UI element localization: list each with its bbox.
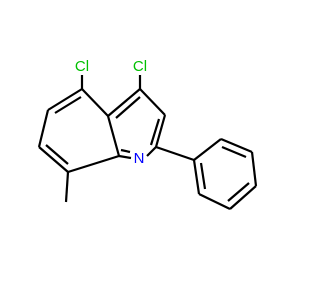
bond-ph6-ph1-double (199, 162, 207, 190)
bond-c2-phenyl (155, 145, 195, 162)
atom-labels: Cl Cl N (75, 58, 147, 167)
bond-c4-c3 (139, 88, 166, 116)
bond-c3-c2-double (149, 118, 161, 146)
bond-c7-c8-double (45, 144, 69, 165)
bonds (37, 75, 258, 210)
bond-ph2-ph3-double (221, 145, 247, 159)
bond-ph6-ph1 (192, 159, 201, 195)
bond-ph5-ph6 (198, 193, 231, 210)
molecule-diagram: Cl Cl N (0, 0, 300, 300)
bond-ph2-ph3 (220, 137, 253, 154)
bond-ph4-ph5 (229, 185, 257, 210)
bond-c5-c6 (47, 88, 83, 111)
bond-ph3-ph4 (250, 151, 258, 187)
bond-n1-c8a (118, 154, 132, 160)
atom-n-1: N (134, 150, 145, 167)
bond-c8a-c4a (106, 115, 121, 157)
bond-c8-methyl (64, 171, 70, 203)
bond-c8-c8a (67, 154, 120, 174)
atom-cl-4: Cl (133, 58, 147, 75)
bond-c6-c7 (37, 109, 50, 148)
background (0, 0, 300, 300)
bond-c3-c2 (154, 114, 167, 148)
bond-c4a-c4-double (115, 96, 141, 119)
bond-ph4-ph5-double (227, 182, 250, 202)
bond-c4a-c4 (107, 88, 141, 117)
atom-cl-5: Cl (75, 58, 89, 75)
bond-c5-c6-double (54, 96, 82, 114)
bond-c4a-c5 (81, 88, 109, 117)
bond-ph1-ph2 (193, 138, 222, 161)
bond-n1-c8a-double (120, 148, 131, 154)
bond-c7-c8 (38, 146, 69, 173)
bond-c2-n1 (146, 146, 157, 157)
